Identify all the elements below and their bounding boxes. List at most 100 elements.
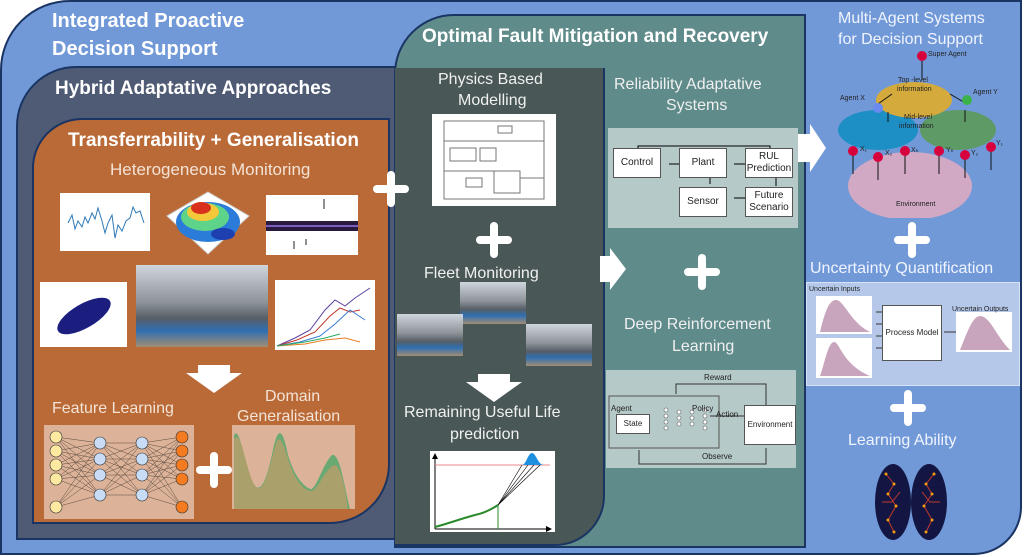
fleet-monitoring-label: Fleet Monitoring: [424, 265, 539, 282]
outer-title-line2: Decision Support: [52, 38, 218, 60]
nn-node: [175, 458, 189, 472]
nn-edge: [141, 450, 183, 496]
agent-y-label: Agent Y: [973, 89, 998, 96]
nn-edge: [141, 436, 183, 460]
yn-label: Yₙ: [946, 147, 954, 154]
transfer-title: Transferrability + Generalisation: [68, 130, 359, 151]
nn-edge: [141, 464, 183, 476]
nn-edge: [141, 436, 183, 476]
control-label: Control: [620, 157, 654, 168]
y2-label: Y₂: [971, 150, 979, 157]
brain-icon: [875, 464, 947, 540]
rul-prediction-chart: [430, 451, 555, 532]
reliability-title-line2: Systems: [666, 97, 728, 114]
nn-node: [93, 436, 107, 450]
drl-title-line2: Learning: [672, 338, 735, 355]
agent-label: Agent: [611, 404, 632, 413]
nn-edge: [141, 450, 183, 476]
nn-edge: [55, 436, 101, 460]
process-model-label: Process Model: [885, 328, 939, 337]
nn-edge: [141, 458, 183, 508]
nn-edge: [55, 436, 101, 444]
nn-edge: [55, 474, 101, 508]
spectrogram-plot: [266, 195, 358, 255]
nn-edge: [55, 458, 101, 508]
nn-edge: [99, 458, 143, 496]
nn-edge: [55, 436, 101, 496]
multi-line-plot: [275, 280, 375, 350]
domain-generalisation-line1: Domain: [265, 388, 321, 405]
feature-learning-label: Feature Learning: [52, 400, 174, 417]
nn-edge: [55, 464, 101, 476]
nn-node: [135, 468, 149, 482]
x1-label: X₁: [860, 146, 868, 153]
reward-label: Reward: [704, 373, 732, 382]
rul-label-line1: RUL: [758, 151, 779, 162]
nn-edge: [99, 474, 143, 496]
mas-title-line2: for Decision Support: [838, 31, 983, 48]
nn-edge: [55, 474, 101, 480]
multi-agent-diagram: [838, 51, 996, 218]
uq-charts: [816, 296, 1012, 378]
nn-edge: [55, 442, 101, 480]
mas-environment-label: Environment: [896, 201, 936, 208]
nn-edge: [55, 436, 101, 476]
fleet-engine-photo: [460, 282, 526, 324]
mid-level-line1: Mid-level: [904, 114, 933, 121]
nn-node: [135, 488, 149, 502]
nn-edge: [55, 458, 101, 466]
plant-block: Plant: [679, 148, 727, 178]
nn-edge: [141, 458, 183, 480]
outer-title-line1: Integrated Proactive: [52, 10, 245, 32]
down-arrow-icon: [186, 365, 242, 393]
mas-title-line1: Multi-Agent Systems: [838, 10, 985, 27]
time-series-plot: [60, 193, 150, 251]
nn-node: [49, 458, 63, 472]
nn-node: [49, 430, 63, 444]
nn-edge: [141, 474, 183, 508]
nn-edge: [99, 458, 143, 476]
learning-ability-title: Learning Ability: [848, 432, 957, 449]
neural-network-diagram: [44, 425, 194, 519]
nn-node: [93, 452, 107, 466]
policy-label: Policy: [692, 404, 714, 413]
physics-title-line2: Modelling: [458, 92, 527, 109]
nn-edge: [141, 442, 183, 452]
right-arrow-icon: [798, 124, 826, 172]
nn-edge: [99, 442, 143, 476]
rul-title-line1: Remaining Useful Life: [404, 404, 561, 421]
uq-title: Uncertainty Quantification: [810, 260, 994, 277]
domain-generalisation-line2: Generalisation: [237, 408, 341, 425]
rul-title-line2: prediction: [450, 426, 520, 443]
circuit-schematic: [432, 114, 556, 206]
nn-node: [135, 436, 149, 450]
top-level-line2: information: [897, 86, 932, 93]
nn-node: [175, 500, 189, 514]
future-label-line2: Scenario: [749, 202, 789, 213]
top-level-line1: Top -level: [898, 77, 928, 84]
engine-photo: [136, 265, 268, 347]
sensor-block: Sensor: [679, 187, 727, 217]
nn-edge: [55, 464, 101, 496]
nn-edge: [55, 450, 101, 496]
nn-node: [93, 488, 107, 502]
nn-node: [49, 444, 63, 458]
nn-node: [49, 472, 63, 486]
mid-level-line2: information: [899, 123, 934, 130]
nn-node: [93, 468, 107, 482]
hybrid-title: Hybrid Adaptative Approaches: [55, 78, 332, 99]
nn-edge: [99, 442, 143, 460]
surface-3d-plot: [166, 191, 250, 255]
nn-edge: [99, 442, 143, 496]
state-block: State: [616, 414, 650, 434]
nn-node: [175, 430, 189, 444]
domain-distribution-plot: [232, 425, 355, 509]
super-agent-label: Super Agent: [928, 51, 967, 58]
nn-edge: [55, 478, 101, 496]
plus-icon: [373, 171, 409, 207]
nn-edge: [141, 442, 183, 480]
y1-label: Y₁: [996, 140, 1004, 147]
observe-label: Observe: [702, 452, 733, 461]
